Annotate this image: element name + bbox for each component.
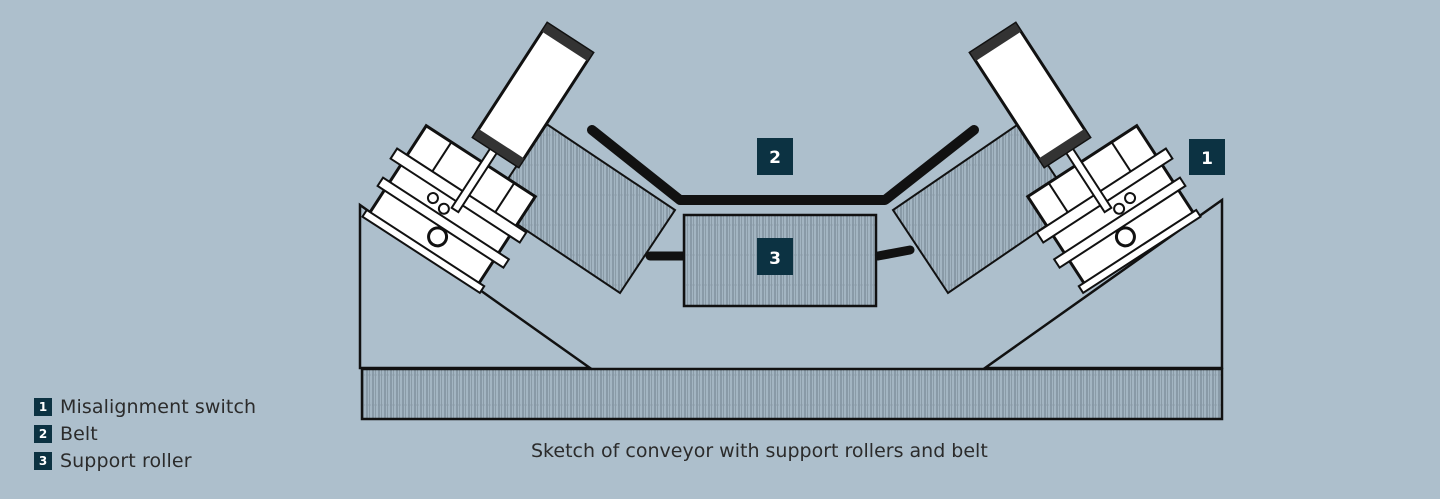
figure-caption: Sketch of conveyor with support rollers … — [531, 440, 988, 462]
conveyor-frame — [358, 197, 1224, 421]
legend-label: Misalignment switch — [60, 395, 257, 418]
callout-number-3: 3 — [769, 249, 781, 269]
legend-item: 2 Belt — [34, 420, 256, 447]
callout-badge-3: 3 — [757, 238, 793, 275]
callout-number-2: 2 — [769, 148, 781, 168]
legend-item: 3 Support roller — [34, 447, 256, 474]
switch-arm-left — [471, 21, 595, 169]
legend-number-badge: 2 — [34, 424, 52, 443]
misalignment-switch-left — [361, 122, 538, 295]
switch-arm-right — [968, 21, 1092, 169]
callout-number-1: 1 — [1201, 149, 1213, 169]
legend-number-badge: 1 — [34, 397, 52, 416]
callout-badge-2: 2 — [757, 138, 793, 175]
misalignment-switch-right — [1025, 122, 1202, 295]
callout-badge-1: 1 — [1189, 139, 1225, 175]
legend-label: Support roller — [60, 449, 192, 472]
axle-right — [873, 245, 915, 261]
legend-item: 1 Misalignment switch — [34, 393, 256, 420]
legend-number-badge: 3 — [34, 451, 52, 470]
legend-label: Belt — [60, 422, 98, 445]
base-beam — [360, 367, 1224, 421]
belt — [587, 125, 979, 205]
legend: 1 Misalignment switch 2 Belt 3 Support r… — [34, 393, 256, 474]
